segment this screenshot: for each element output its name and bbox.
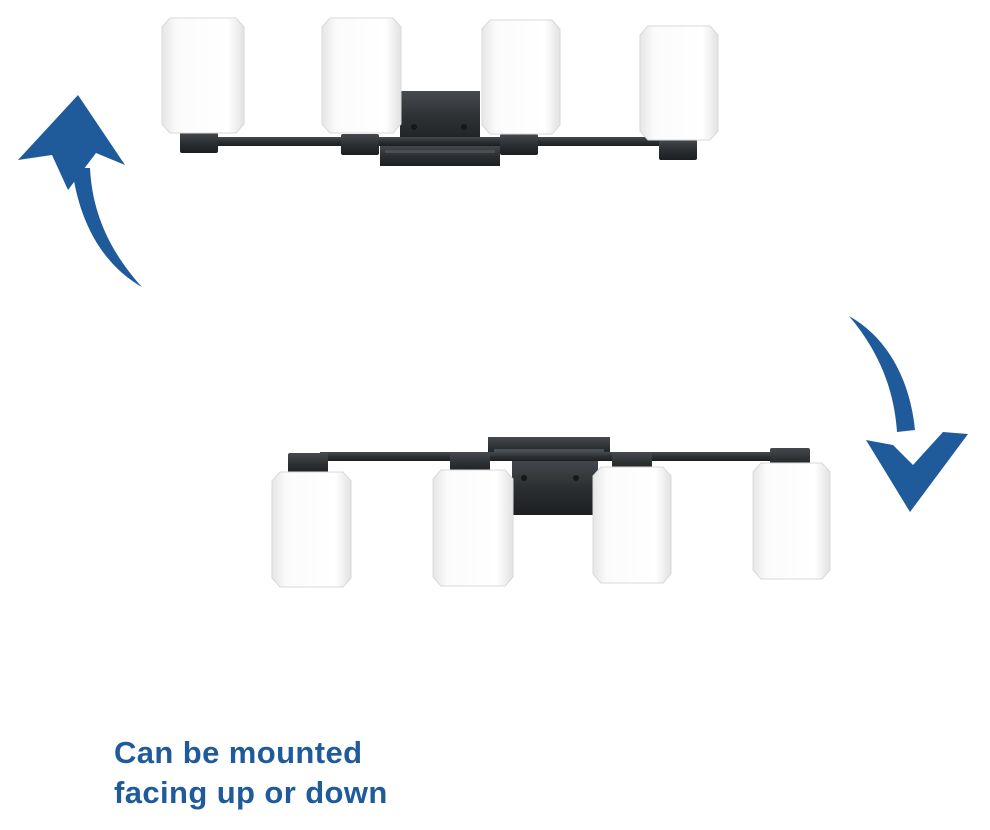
cross-arm <box>210 137 670 146</box>
cross-arm <box>320 452 790 461</box>
glass-shade <box>592 466 672 584</box>
curved-arrow-up-icon <box>18 95 142 287</box>
mounting-caption: Can be mounted facing up or down <box>114 733 534 813</box>
glass-shade <box>639 25 719 141</box>
glass-shade <box>432 469 514 587</box>
glass-shade <box>161 17 245 134</box>
canopy-cover <box>380 145 500 166</box>
arrow-head <box>18 95 125 190</box>
fixture-facing-down <box>271 437 831 588</box>
curved-arrow-down-icon <box>849 316 968 512</box>
socket-cup <box>180 132 218 153</box>
glass-shade <box>752 462 831 580</box>
fixture-facing-up <box>161 17 719 166</box>
arrow-head <box>866 432 968 512</box>
arrow-shaft <box>72 168 142 287</box>
socket-cup <box>450 452 490 474</box>
socket-cup <box>659 139 697 160</box>
socket-cup <box>341 134 379 155</box>
glass-shade <box>321 17 402 134</box>
socket-cup <box>288 453 328 475</box>
socket-cup <box>500 134 538 155</box>
arrow-shaft <box>849 316 915 432</box>
glass-shade <box>481 19 561 135</box>
glass-shade <box>271 471 352 588</box>
caption-line-1: Can be mounted <box>114 735 363 770</box>
caption-line-2: facing up or down <box>114 775 388 810</box>
mounting-plate <box>512 458 598 515</box>
